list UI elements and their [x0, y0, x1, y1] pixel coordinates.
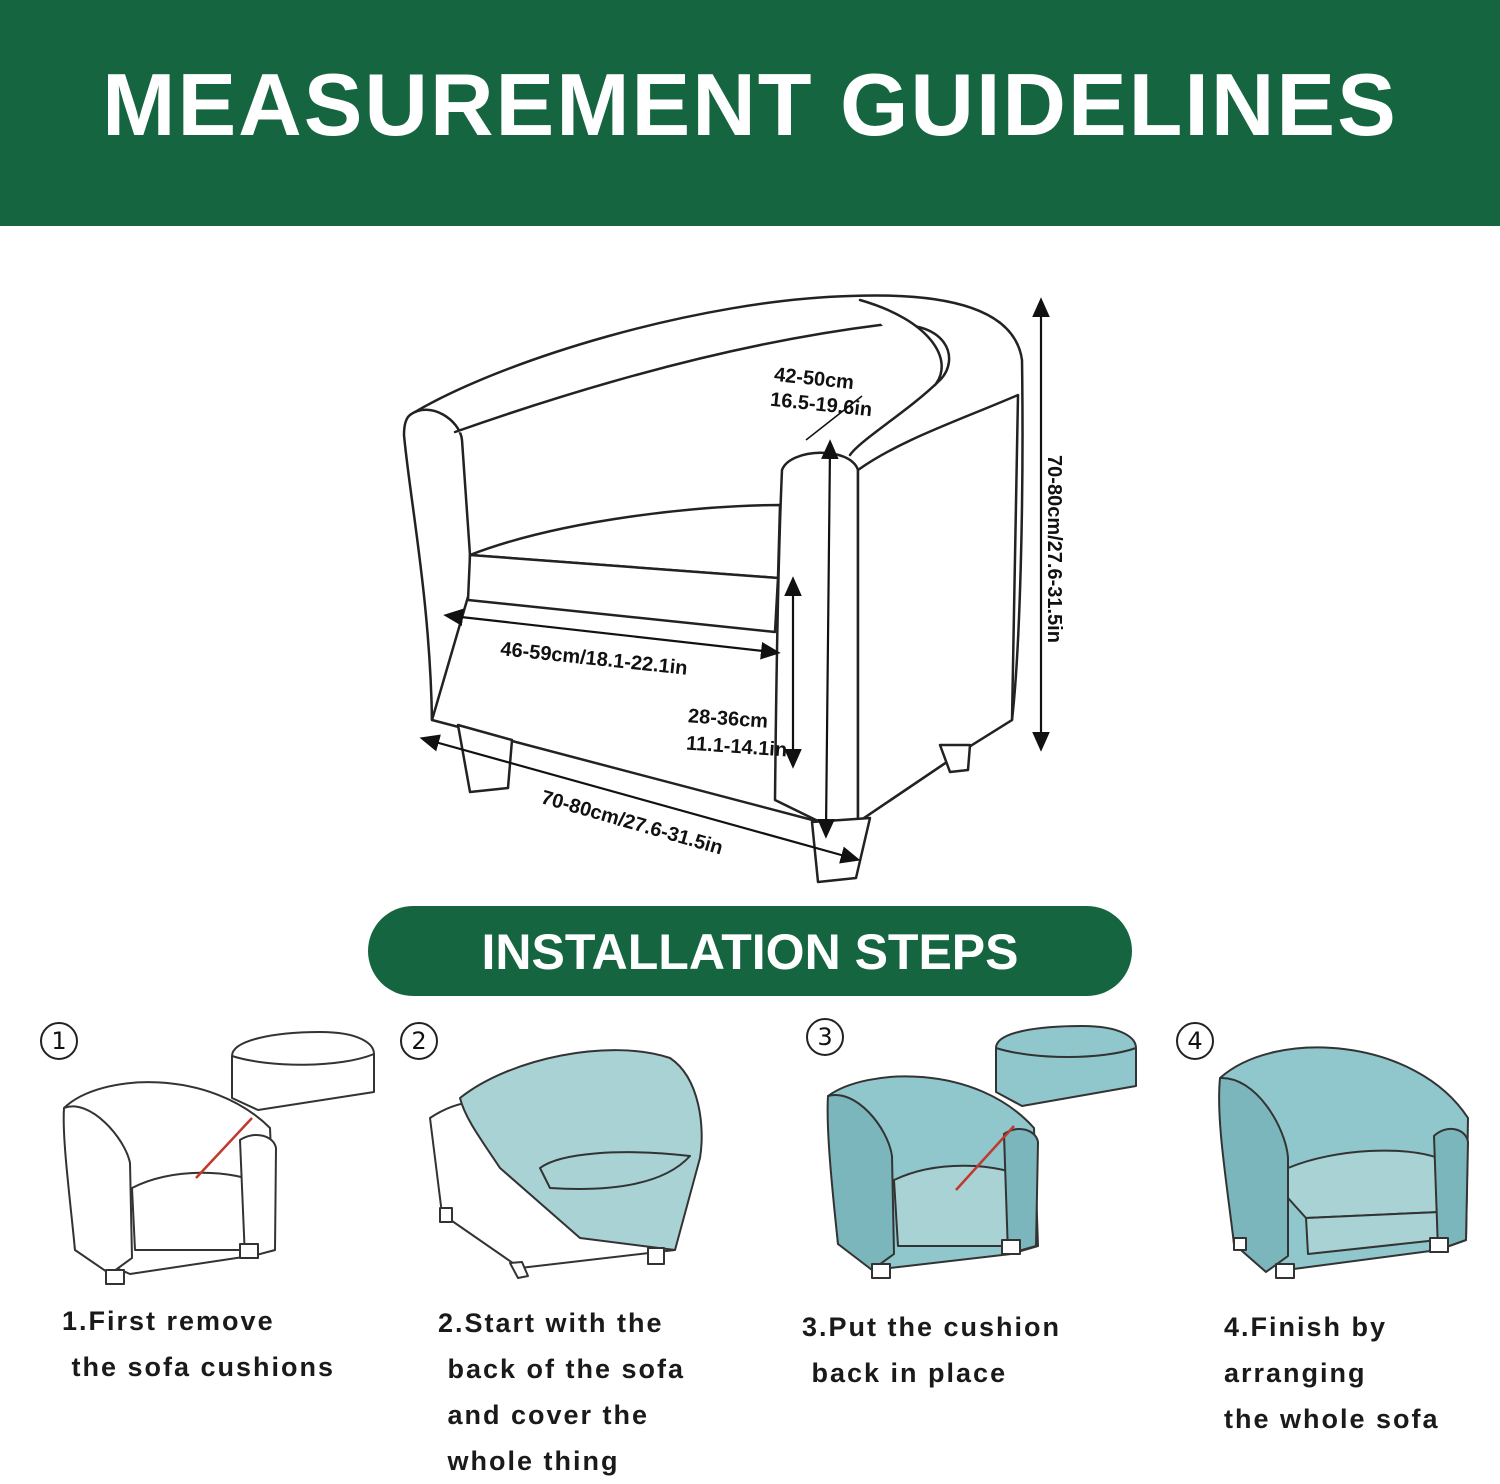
header-banner: MEASUREMENT GUIDELINES — [0, 0, 1500, 226]
cushion-replaced-illustration — [826, 1025, 1137, 1279]
cover-over-back-illustration — [429, 1049, 703, 1279]
step-3: 3 3.Put the cushion back in place — [802, 1018, 1156, 1477]
step-3-text: 3.Put the cushion back in place — [802, 1312, 1062, 1388]
measurement-diagram: 42-50cm 16.5-19.6in 70-80cm/27.6-31.5in … — [0, 240, 1500, 900]
total-height-label: 70-80cm/27.6-31.5in — [1042, 455, 1065, 643]
cut-line — [195, 1117, 253, 1179]
tub-chair-drawing — [402, 294, 1050, 884]
step-2: 2 2.Start with the back of the sofa and … — [400, 1018, 770, 1477]
step-4-text: 4.Finish by arranging the whole sofa — [1224, 1312, 1440, 1434]
step-number-2: 2 — [400, 1022, 438, 1060]
step-1-text: 1.First remove the sofa cushions — [62, 1306, 336, 1382]
step-number-4: 4 — [1176, 1022, 1214, 1060]
step-2-text: 2.Start with the back of the sofa and co… — [438, 1308, 686, 1476]
seat-height-label-cm: 28-36cm — [687, 705, 769, 733]
step-4: 4 4.Finish by arranging the whole sofa — [1176, 1018, 1486, 1477]
finished-covered-chair-illustration — [1218, 1046, 1469, 1279]
step-number-3: 3 — [806, 1018, 844, 1056]
chair-cushion-removed-illustration — [62, 1031, 375, 1285]
cut-line — [955, 1125, 1015, 1191]
installation-steps-banner: INSTALLATION STEPS — [368, 906, 1132, 996]
installation-steps-title: INSTALLATION STEPS — [481, 924, 1019, 980]
step-number-1: 1 — [40, 1022, 78, 1060]
step-1: 1 1.First remove the sofa cushions — [40, 1018, 400, 1477]
page-title: MEASUREMENT GUIDELINES — [102, 55, 1398, 154]
